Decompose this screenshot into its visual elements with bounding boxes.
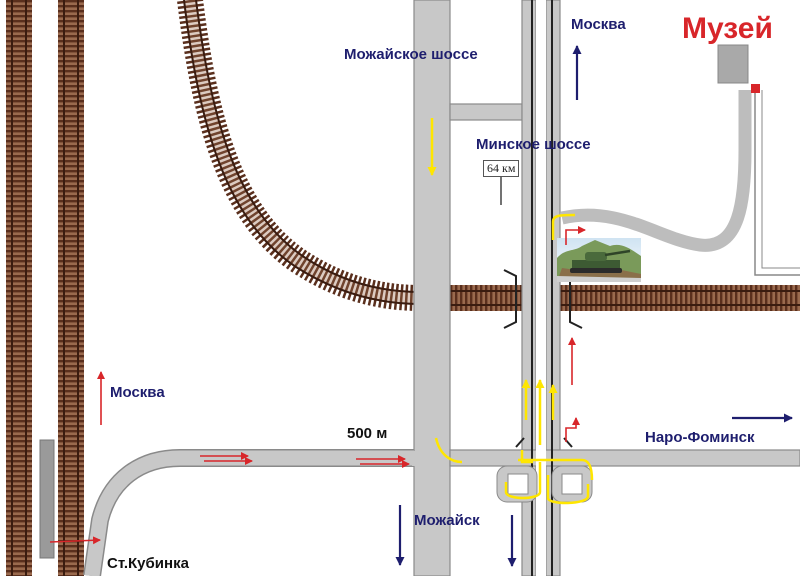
minsk-highway-label: Минское шоссе bbox=[476, 136, 591, 153]
km-sign: 64 км bbox=[483, 160, 520, 177]
kubinka-station-label: Ст.Кубинка bbox=[107, 555, 189, 572]
moscow-left-label: Москва bbox=[110, 384, 165, 401]
naro-fominsk-road bbox=[449, 449, 800, 467]
museum-label: Музей bbox=[682, 12, 773, 45]
railway-horizontal bbox=[420, 285, 800, 311]
tank-icon bbox=[557, 238, 641, 282]
mozhaysk-road bbox=[413, 0, 451, 576]
railway-left bbox=[6, 0, 84, 576]
naro-fominsk-label: Наро-Фоминск bbox=[645, 429, 755, 446]
interchange bbox=[496, 465, 593, 503]
mozhaysk-highway-label: Можайское шоссе bbox=[344, 46, 478, 63]
route-path bbox=[427, 118, 594, 505]
moscow-top-label: Москва bbox=[571, 16, 626, 33]
route-arrows bbox=[49, 226, 586, 545]
direction-arrows bbox=[395, 45, 793, 567]
distance-label: 500 м bbox=[347, 425, 388, 442]
railway-curve bbox=[177, 0, 421, 311]
museum-marker-icon bbox=[751, 84, 760, 93]
museum-area bbox=[717, 44, 800, 276]
station-platform bbox=[39, 439, 55, 559]
mozhaysk-label: Можайск bbox=[414, 512, 480, 529]
museum-building bbox=[717, 44, 749, 84]
museum-road bbox=[560, 90, 752, 252]
